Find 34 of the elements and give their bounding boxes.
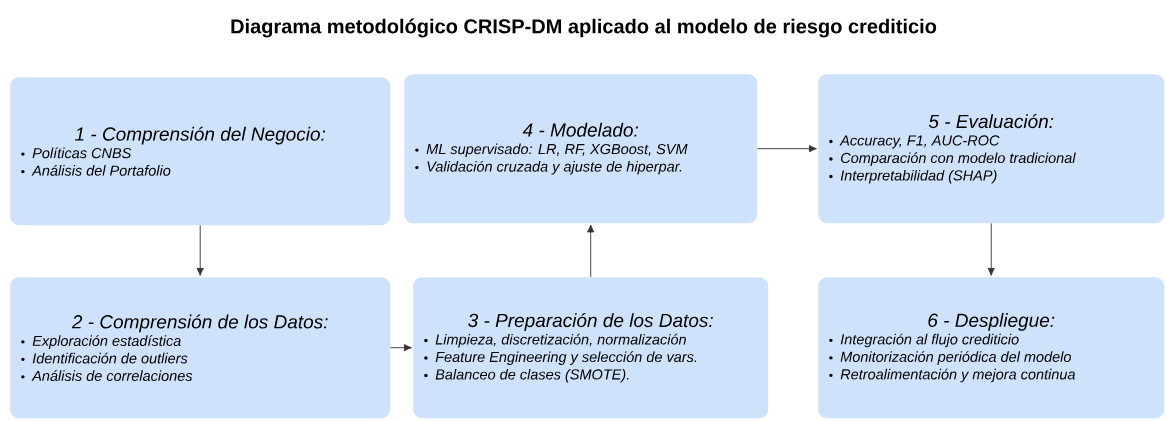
step-box <box>818 277 1165 419</box>
title: Diagrama metodológico CRISP-DM aplicado al modelo de riesgo crediticio <box>231 18 937 38</box>
arrow <box>389 344 412 352</box>
bullet-item: Validación cruzada y ajuste de hiperpar. <box>415 160 682 175</box>
bullet-item: Monitorización periódica del modelo <box>829 351 1071 365</box>
step-box <box>404 74 758 224</box>
step-heading: 3 - Preparación de los Datos: <box>468 312 713 331</box>
step-box <box>10 77 391 226</box>
step-box <box>413 277 769 419</box>
bullet-item: Comparación con modelo tradicional <box>829 152 1076 166</box>
step-box <box>10 277 391 419</box>
bullet-item: Análisis del Portafolio <box>21 164 171 176</box>
bullet-item: Integración al flujo crediticio <box>829 333 1019 348</box>
bullet-item: Identificación de outliers <box>21 352 188 364</box>
bullet-item: Interpretabilidad (SHAP) <box>829 169 997 184</box>
step-heading: 6 - Despliegue: <box>928 313 1055 331</box>
bullet-item: Accuracy, F1, AUC-ROC <box>829 135 1000 149</box>
step-box <box>818 74 1165 224</box>
bullet-item: Exploración estadística <box>21 335 181 349</box>
arrow <box>987 222 995 276</box>
bullet-item: Limpieza, discretización, normalización <box>424 333 686 348</box>
step-heading: 4 - Modelado: <box>522 122 638 137</box>
bullet-item: ML supervisado: LR, RF, XGBoost, SVM <box>415 143 688 158</box>
bullet-item: Retroalimentación y mejora continua <box>829 368 1075 383</box>
step-heading: 2 - Comprensión de los Datos: <box>71 314 328 333</box>
step-heading: 5 - Evaluación: <box>928 113 1054 129</box>
arrow <box>196 224 204 276</box>
arrow <box>587 224 595 278</box>
bullet-item: Análisis de correlaciones <box>21 370 193 381</box>
arrow <box>756 145 817 153</box>
bullet-item: Feature Engineering y selección de vars. <box>424 351 697 365</box>
bullet-item: Políticas CNBS <box>21 147 132 159</box>
bullet-item: Balanceo de clases (SMOTE). <box>424 368 629 383</box>
step-heading: 1 - Comprensión del Negocio: <box>75 126 326 145</box>
